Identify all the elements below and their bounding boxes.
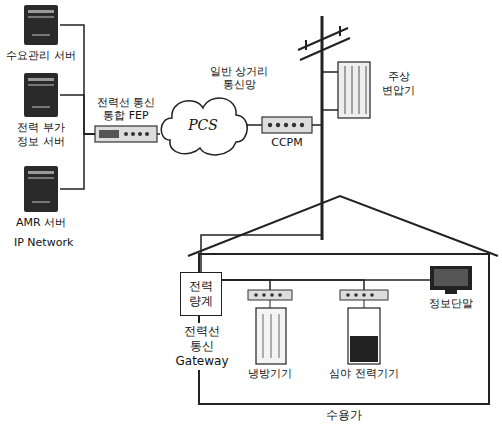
node-label: 심야 전력기기: [329, 367, 399, 381]
server-node: 수요관리 서버: [22, 4, 60, 46]
node-label: 냉방기기: [248, 367, 292, 381]
wire-connector: [222, 280, 270, 290]
server-icon: [24, 5, 58, 45]
network-cloud: [161, 98, 247, 155]
node-label: 정보단말: [429, 297, 473, 311]
node-label: 전력 부가 정보 서버: [14, 121, 69, 149]
node-label: 수요관리 서버: [6, 49, 76, 63]
server-icon: [24, 166, 58, 212]
wire-connector: [60, 134, 95, 189]
house-node: 수용가전력 량계전력선 통신 Gateway냉방기기심야 전력기기정보단말: [198, 253, 490, 405]
wire-connector: [222, 280, 364, 290]
node-label: 수용가: [326, 408, 362, 423]
ccpm-node: CCPM: [262, 117, 312, 133]
wire-connector: [60, 25, 95, 134]
node-text: 전력 량계: [187, 279, 216, 309]
appliance-node: 냉방기기: [248, 290, 292, 364]
wire-connector: [222, 279, 430, 281]
terminal-node: 정보단말: [430, 266, 472, 294]
fep-device: [95, 126, 157, 142]
server-node: AMR 서버: [22, 165, 60, 213]
transformer-node: 주상 변압기: [336, 60, 372, 120]
server-node: 전력 부가 정보 서버: [22, 72, 60, 118]
cloud-node: 일반 상거리 통신망PCS: [160, 95, 246, 157]
server-icon: [24, 73, 58, 117]
network-label: IP Network: [14, 236, 73, 250]
wire-connector: [60, 95, 95, 134]
node-label: 전력선 통신 통합 FEP: [95, 96, 157, 124]
appliance-icon: [248, 290, 292, 364]
appliance-node: 심야 전력기기: [340, 290, 388, 364]
monitor-icon: [430, 266, 472, 294]
appliance-icon: [340, 290, 388, 364]
transformer-icon: [338, 62, 370, 118]
meter-box: 전력 량계전력선 통신 Gateway: [180, 272, 222, 316]
ccpm-device: [262, 117, 312, 133]
wire-connector: [246, 124, 262, 126]
node-label: AMR 서버: [16, 216, 66, 230]
utility-pole: [298, 16, 350, 240]
fep-node: 전력선 통신 통합 FEP: [95, 126, 157, 142]
node-label: 일반 상거리 통신망: [206, 65, 272, 93]
wire-connector: [201, 125, 322, 272]
wire-connector: [157, 133, 160, 135]
node-label: 전력선 통신 Gateway: [174, 323, 230, 370]
node-label: 주상 변압기: [380, 70, 417, 98]
node-text: PCS: [188, 117, 218, 135]
node-label: CCPM: [271, 136, 303, 150]
house-roof: [188, 196, 498, 256]
